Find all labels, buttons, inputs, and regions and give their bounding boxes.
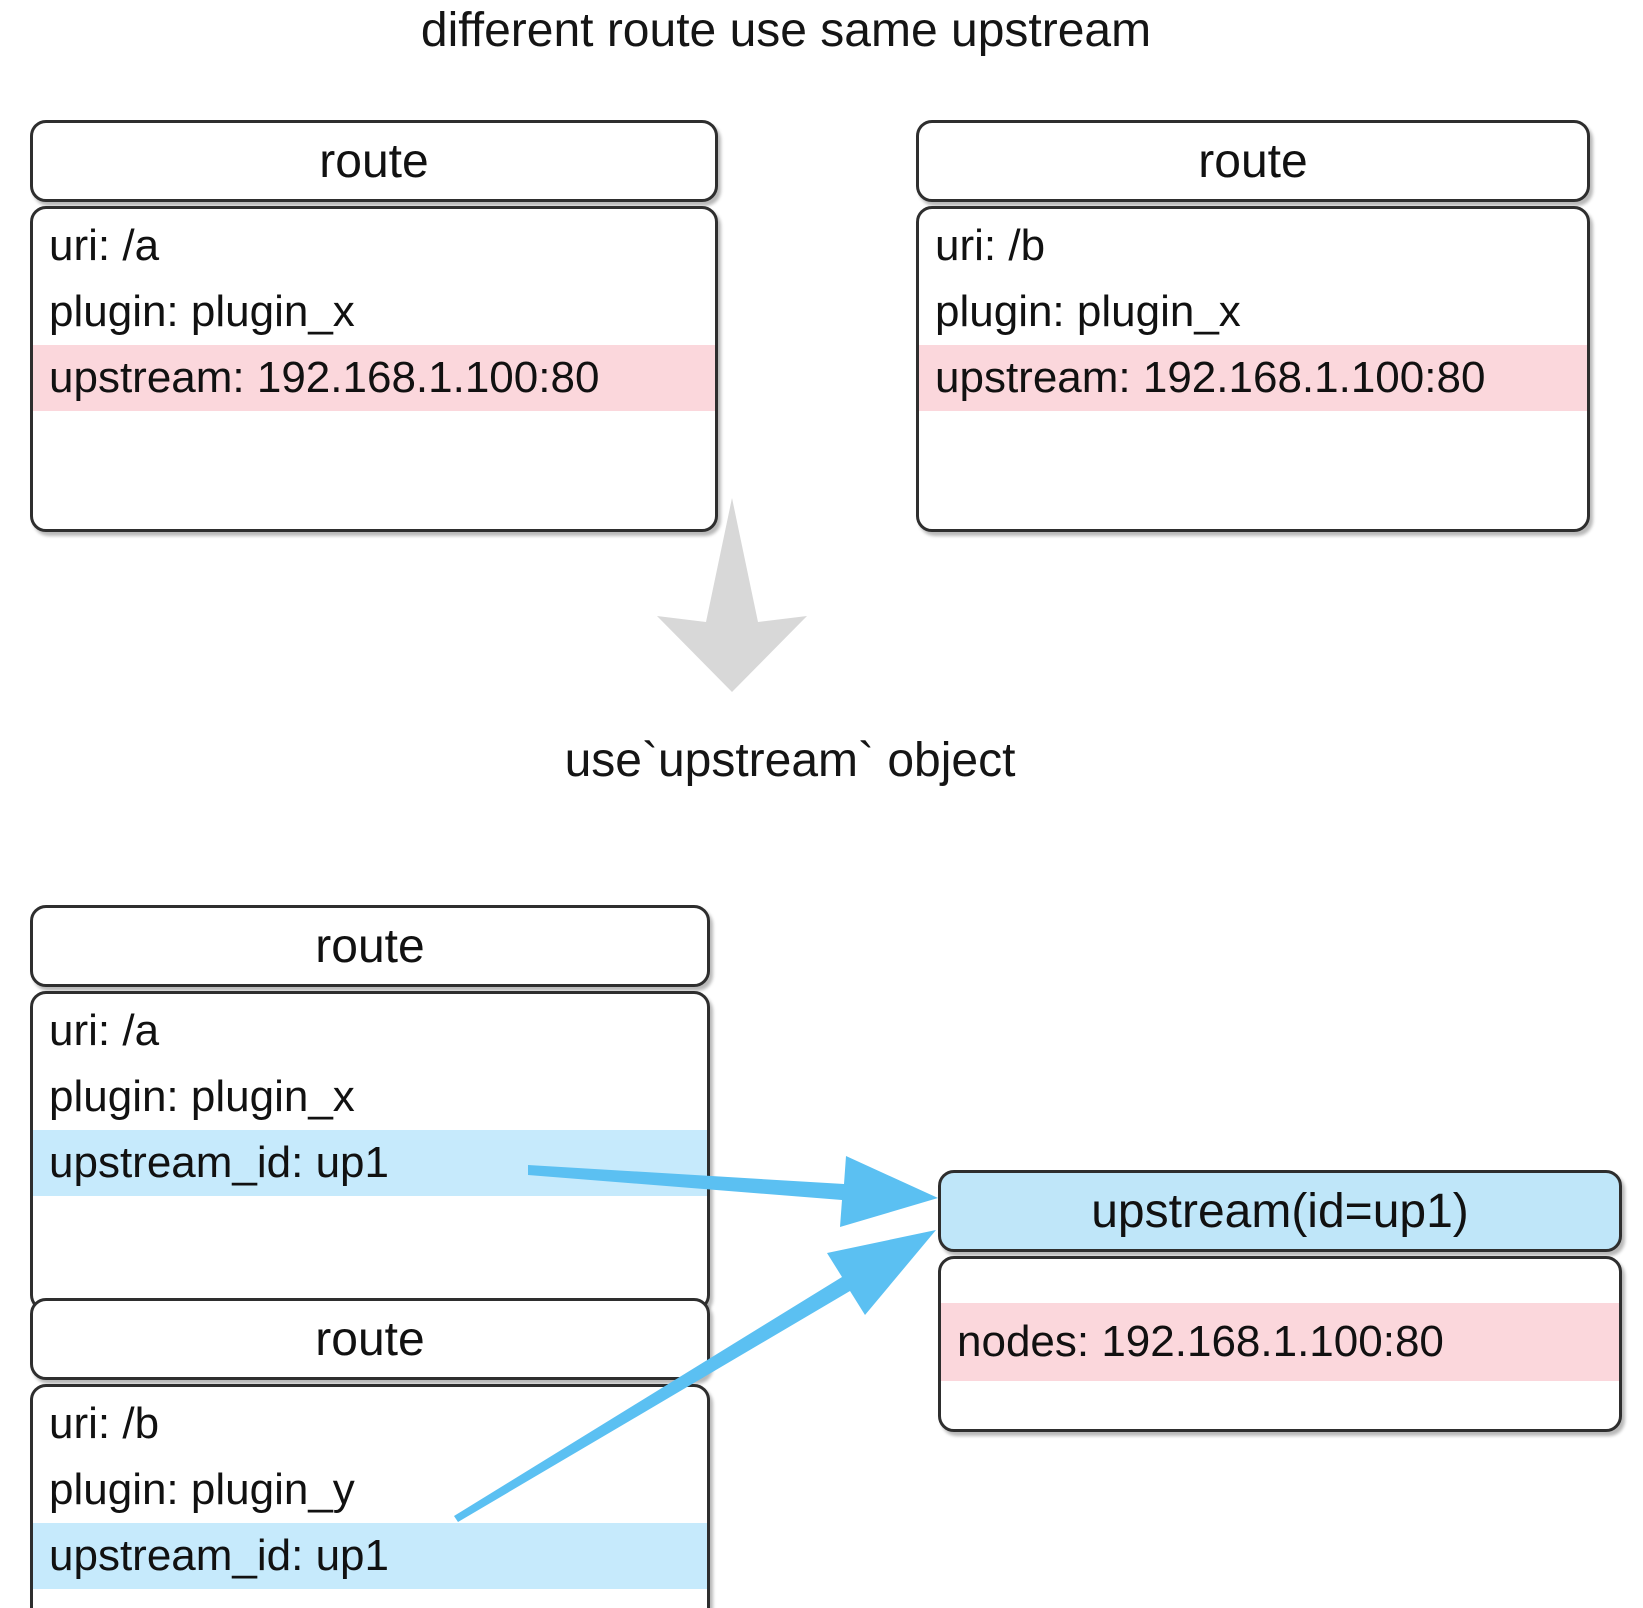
title-different-route-same-upstream: different route use same upstream [420, 4, 1152, 57]
route-top-b-uri: uri: /b [935, 221, 1046, 270]
route-box-top-b-header: route [916, 120, 1590, 202]
route-box-bottom-a-header: route [30, 905, 710, 987]
route-bottom-a-uri: uri: /a [49, 1006, 160, 1055]
route-top-a-upstream: upstream: 192.168.1.100:80 [33, 345, 715, 411]
route-box-bottom-b-header: route [30, 1298, 710, 1380]
upstream-box-top-spacer [941, 1259, 1619, 1303]
title-use-upstream-object: use`upstream` object [564, 734, 1016, 787]
upstream-box: upstream(id=up1) nodes: 192.168.1.100:80 [938, 1170, 1622, 1432]
route-bottom-b-upstream-id: upstream_id: up1 [33, 1523, 707, 1589]
route-bottom-b-plugin: plugin: plugin_y [49, 1465, 355, 1514]
route-top-b-upstream: upstream: 192.168.1.100:80 [919, 345, 1587, 411]
route-box-bottom-b: route uri: /b plugin: plugin_y upstream_… [30, 1298, 710, 1608]
route-box-bottom-a: route uri: /a plugin: plugin_x upstream_… [30, 905, 710, 1311]
route-box-top-a-header: route [30, 120, 718, 202]
route-top-b-plugin: plugin: plugin_x [935, 287, 1241, 336]
upstream-box-nodes: nodes: 192.168.1.100:80 [941, 1303, 1619, 1381]
route-box-top-b: route uri: /b plugin: plugin_x upstream:… [916, 120, 1590, 532]
route-bottom-a-plugin: plugin: plugin_x [49, 1072, 355, 1121]
route-box-top-a: route uri: /a plugin: plugin_x upstream:… [30, 120, 718, 532]
route-top-a-uri: uri: /a [49, 221, 160, 270]
route-bottom-a-upstream-id: upstream_id: up1 [33, 1130, 707, 1196]
route-bottom-b-uri: uri: /b [49, 1399, 160, 1448]
upstream-box-header: upstream(id=up1) [938, 1170, 1622, 1252]
route-top-a-plugin: plugin: plugin_x [49, 287, 355, 336]
